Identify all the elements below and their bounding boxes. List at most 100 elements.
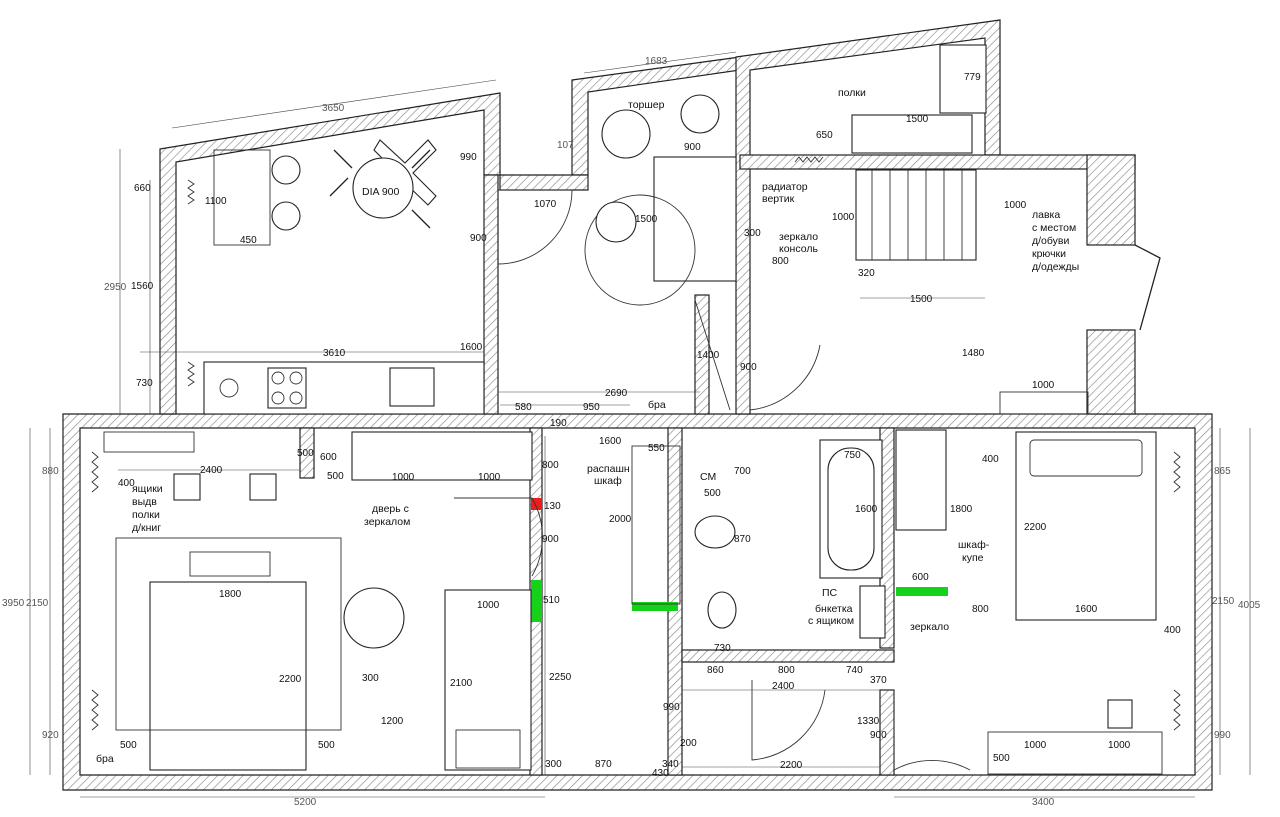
dim-text: 1600 [599, 436, 622, 447]
dim-text: 1600 [1075, 604, 1098, 615]
dim-text: 500 [120, 740, 137, 751]
dimension-lines [29, 51, 1251, 798]
furniture [103, 44, 1163, 775]
label-swing-wardrobe: распашн [587, 463, 630, 475]
dim-text: 1200 [381, 716, 404, 727]
dim-text: 2400 [200, 465, 223, 476]
dim-text: 2100 [450, 678, 473, 689]
dim-text: 1683 [645, 56, 668, 67]
dim-text: 2400 [772, 681, 795, 692]
dim-text: 1480 [962, 348, 985, 359]
dim-text: 800 [778, 665, 795, 676]
dim-text: 1000 [1004, 200, 1027, 211]
dim-text: 865 [1214, 466, 1231, 477]
label-bench-5: д/одежды [1032, 261, 1079, 273]
markers [531, 498, 948, 622]
label-bench-2: с местом [1032, 222, 1076, 234]
label-cm: СМ [700, 471, 716, 483]
dim-text: 900 [870, 730, 887, 741]
dim-text: 1560 [131, 281, 154, 292]
dim-text: 3400 [1032, 797, 1055, 808]
label-bra-2: бра [648, 399, 666, 411]
dim-text: 600 [320, 452, 337, 463]
dim-text: 500 [704, 488, 721, 499]
radiators [91, 156, 1181, 731]
label-mirror: зеркало [910, 621, 949, 633]
label-cabinet: бнкетка [815, 603, 853, 615]
dim-text: 900 [542, 534, 559, 545]
green-marker [632, 602, 678, 611]
label-bench: лавка [1032, 209, 1060, 221]
dim-text: 900 [740, 362, 757, 373]
dim-text: 340 [662, 759, 679, 770]
dim-text: 1500 [635, 214, 658, 225]
dim-text: 1100 [205, 196, 227, 207]
dim-text: 370 [870, 675, 887, 686]
dim-text: 2150 [26, 598, 49, 609]
dim-text: 400 [118, 478, 135, 489]
dim-text: 900 [470, 233, 487, 244]
dim-text: 600 [912, 572, 929, 583]
dim-text: 750 [844, 450, 861, 461]
dim-text: 550 [648, 443, 665, 454]
dim-text: 200 [680, 738, 697, 749]
dim-text: 3650 [322, 103, 345, 114]
dim-text: 2200 [780, 760, 803, 771]
dim-text: 1070 [534, 199, 557, 210]
label-bench-4: крючки [1032, 248, 1066, 260]
dim-text: 500 [327, 471, 344, 482]
label-door-mirror-2: зеркалом [364, 516, 410, 528]
dim-text: 1500 [910, 294, 933, 305]
dim-text: 580 [515, 402, 532, 413]
dim-text: 500 [318, 740, 335, 751]
dim-text: 740 [846, 665, 863, 676]
dim-text: 1000 [1032, 380, 1055, 391]
dim-text: 700 [734, 466, 751, 477]
dim-text: 1000 [832, 212, 855, 223]
label-polki: полки [838, 87, 866, 99]
label-radiator: радиатор [762, 181, 808, 193]
dim-text: 880 [42, 466, 59, 477]
dim-text: 800 [772, 256, 789, 267]
dim-text: 1600 [855, 504, 878, 515]
dim-text: 1000 [478, 472, 501, 483]
label-mirror-console: зеркало [779, 231, 818, 243]
label-door-mirror: дверь с [372, 503, 409, 515]
dim-text: 320 [858, 268, 875, 279]
dim-text: 2000 [609, 514, 632, 525]
dim-text: 430 [652, 768, 669, 779]
label-coupe: шкаф- [958, 539, 990, 551]
dim-text: 2200 [279, 674, 302, 685]
dim-text: 2690 [605, 388, 628, 399]
dim-text: 800 [542, 460, 559, 471]
dim-text: 4005 [1238, 600, 1261, 611]
dim-text: 730 [714, 643, 731, 654]
label-cabinet-2: с ящиком [808, 615, 854, 627]
dim-text: 1330 [857, 716, 880, 727]
dim-text: 660 [134, 183, 151, 194]
dim-text: 400 [1164, 625, 1181, 636]
dim-text: 990 [1214, 730, 1231, 741]
dim-text: 779 [964, 72, 981, 83]
dim-text: 500 [993, 753, 1010, 764]
labels: торшер полки радиатор вертик зеркало кон… [96, 87, 1079, 765]
dim-text: 1500 [906, 114, 929, 125]
dining-table [329, 139, 437, 229]
label-torsher: торшер [628, 99, 665, 111]
dim-text: 990 [460, 152, 477, 163]
dim-text: 300 [744, 228, 761, 239]
dim-text: 920 [42, 730, 59, 741]
dim-text: 400 [982, 454, 999, 465]
dim-text: 730 [136, 378, 153, 389]
walls [62, 19, 1213, 791]
dim-text: 650 [816, 130, 833, 141]
label-bra: бра [96, 753, 114, 765]
dim-text: 130 [544, 501, 561, 512]
label-swing-wardrobe-2: шкаф [594, 475, 622, 487]
label-ps: ПС [822, 587, 838, 599]
dim-text: 510 [543, 595, 560, 606]
dim-text: 2250 [549, 672, 572, 683]
green-marker [896, 587, 948, 596]
doors [454, 189, 971, 771]
